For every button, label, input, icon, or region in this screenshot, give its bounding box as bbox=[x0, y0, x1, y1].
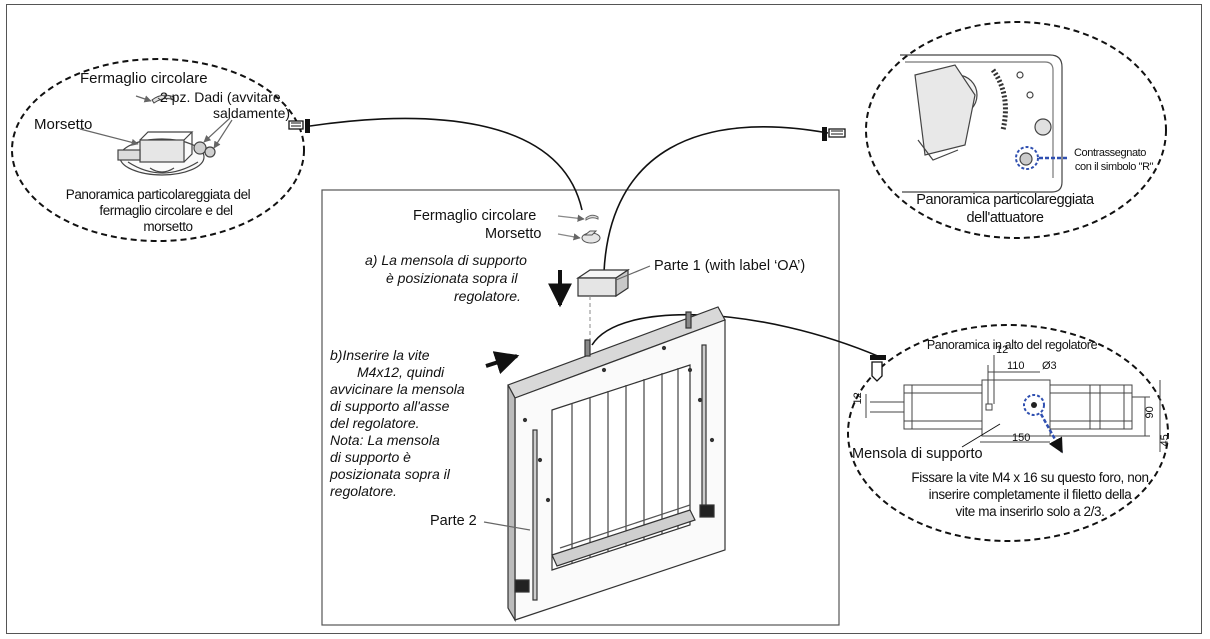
step-b-line-7: di supporto è bbox=[330, 449, 411, 465]
nut-leader-2 bbox=[213, 119, 233, 149]
main-clip-leader bbox=[557, 214, 585, 222]
top-view-bubble bbox=[847, 324, 1169, 542]
dim-150: 150 bbox=[1012, 432, 1031, 444]
clamp-label: Morsetto bbox=[34, 116, 93, 133]
part-1-drawing bbox=[576, 268, 630, 298]
hole-leader bbox=[1039, 413, 1064, 454]
dim-45: 45 bbox=[1158, 434, 1171, 447]
pointer-hand-icon bbox=[870, 355, 886, 382]
nuts-label-line2: saldamente) bbox=[213, 105, 291, 121]
main-drawing-frame bbox=[321, 189, 840, 626]
hole-note-2: inserire completamente il filetto della bbox=[928, 487, 1132, 502]
clamp-drawing bbox=[117, 131, 216, 176]
clip-leader bbox=[135, 95, 152, 103]
step-b-line-9: regolatore. bbox=[330, 483, 397, 499]
actuator-caption-1: Panoramica particolareggiata bbox=[916, 192, 1094, 208]
figure-frame bbox=[6, 4, 1202, 634]
hole-note-3: vite ma inserirlo solo a 2/3. bbox=[955, 504, 1105, 519]
small-clamp-drawing bbox=[581, 230, 601, 244]
nut-leader-1 bbox=[203, 117, 231, 143]
dim-12-top: 12 bbox=[996, 344, 1009, 356]
main-clip-label: Fermaglio circolare bbox=[413, 208, 537, 224]
step-a-line-3: regolatore. bbox=[454, 288, 521, 304]
step-b-line-5: del regolatore. bbox=[330, 415, 420, 431]
hole-highlight bbox=[1023, 394, 1045, 416]
step-b-line-8: posizionata sopra il bbox=[330, 466, 450, 482]
clamp-leader bbox=[79, 128, 139, 146]
actuator-caption-2: dell'attuatore bbox=[966, 210, 1044, 226]
connector-actuator bbox=[603, 126, 829, 273]
pointer-hand-icon bbox=[822, 127, 846, 141]
clip-bubble-caption-3: morsetto bbox=[143, 219, 193, 234]
hole-note-1: Fissare la vite M4 x 16 su questo foro, … bbox=[911, 470, 1149, 485]
part-2-label: Parte 2 bbox=[430, 513, 477, 529]
connector-clip bbox=[309, 117, 583, 211]
step-a-line-2: è posizionata sopra il bbox=[386, 270, 518, 286]
clip-detail-bubble bbox=[11, 58, 305, 242]
nuts-label-line1: 2 pz. Dadi (avvitare bbox=[160, 89, 281, 105]
dim-110: 110 bbox=[1007, 360, 1025, 372]
dim-90: 90 bbox=[1143, 406, 1156, 419]
main-clamp-leader bbox=[557, 233, 581, 241]
actuator-detail-bubble bbox=[865, 21, 1167, 239]
bracket-label: Mensola di supporto bbox=[852, 446, 983, 462]
small-clip-drawing bbox=[585, 214, 599, 221]
dim-phi3: Ø3 bbox=[1042, 360, 1057, 372]
top-view-title: Panoramica in alto del regolatore bbox=[926, 338, 1098, 352]
step-b-line-6: Nota: La mensola bbox=[330, 432, 440, 448]
step-b-line-3: avvicinare la mensola bbox=[330, 381, 465, 397]
part-1-label: Parte 1 (with label ‘OA’) bbox=[654, 258, 806, 274]
clip-bubble-caption-1: Panoramica particolareggiata del bbox=[65, 187, 251, 202]
r-mark-highlight bbox=[1015, 146, 1039, 170]
hole-marker bbox=[1031, 402, 1037, 408]
bracket-leader bbox=[961, 423, 1001, 448]
part-2-drawing bbox=[507, 306, 726, 623]
step-b-line-2: M4x12, quindi bbox=[357, 364, 445, 380]
pointer-hand-icon bbox=[288, 119, 310, 133]
part1-leader bbox=[615, 265, 651, 281]
clip-label: Fermaglio circolare bbox=[80, 70, 208, 87]
step-a-line-1: a) La mensola di supporto bbox=[365, 252, 527, 268]
dim-12-left: 12 bbox=[851, 392, 864, 405]
circular-clip-drawing bbox=[151, 94, 175, 104]
part2-leader bbox=[483, 521, 531, 531]
step-b-line-4: di supporto all'asse bbox=[330, 398, 450, 414]
r-mark-note-2: con il simbolo "R" bbox=[1074, 161, 1154, 173]
step-b-line-1: b)Inserire la vite bbox=[330, 347, 430, 363]
insert-arrow bbox=[485, 351, 520, 375]
regulator-top-view-drawing bbox=[865, 355, 1161, 452]
actuator-drawing bbox=[900, 54, 1063, 193]
r-mark-note-1: Contrassegnato bbox=[1073, 147, 1147, 159]
main-clamp-label: Morsetto bbox=[485, 226, 542, 242]
clip-bubble-caption-2: fermaglio circolare e del bbox=[99, 203, 233, 218]
